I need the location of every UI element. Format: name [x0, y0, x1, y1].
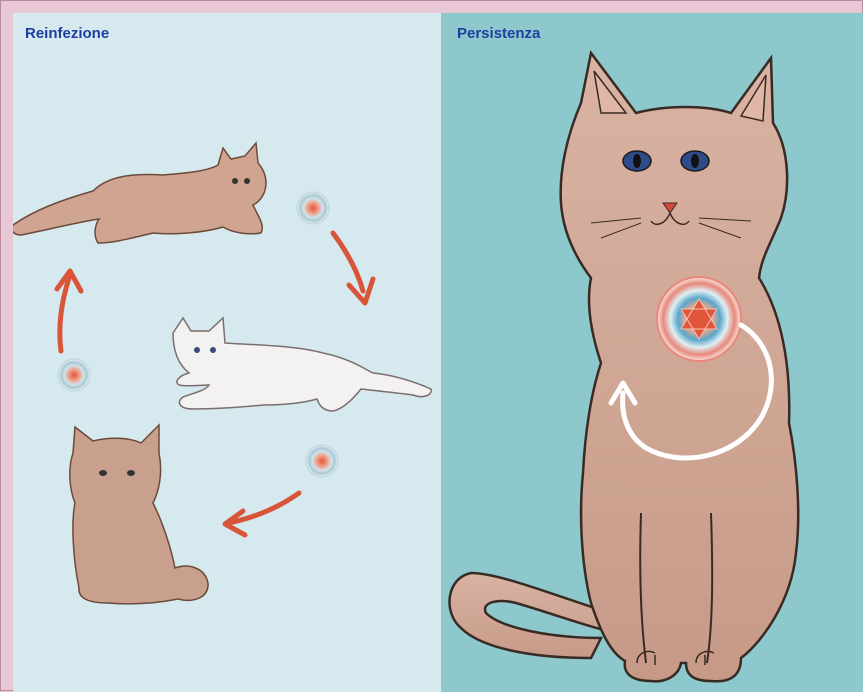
- persistence-title: Persistenza: [457, 25, 540, 42]
- parasite-egg-icon: [306, 445, 338, 477]
- sitting-cat-eye: [127, 470, 135, 476]
- persistence-illustration: [441, 13, 863, 692]
- lying-cat-top-body: [13, 143, 266, 243]
- cat-pupil: [691, 154, 699, 168]
- sitting-cat-bottom: [70, 425, 208, 604]
- lying-cat-top-eye: [244, 178, 250, 184]
- persistence-panel: Persistenza: [441, 13, 863, 692]
- cat-pupil: [633, 154, 641, 168]
- white-cat-eye: [194, 347, 200, 353]
- white-cat-eye: [210, 347, 216, 353]
- lying-cat-top: [13, 143, 266, 243]
- sitting-cat-body: [70, 425, 208, 604]
- reinfection-illustration: [13, 13, 441, 692]
- large-sitting-cat: [450, 53, 799, 681]
- arrow-up-icon: [57, 271, 81, 351]
- cat-body: [561, 53, 799, 681]
- parasite-egg-icon: [297, 192, 329, 224]
- reinfection-panel: Reinfezione: [13, 13, 441, 692]
- arrow-down-left-icon: [225, 493, 299, 535]
- lying-cat-top-eye: [232, 178, 238, 184]
- reinfection-title: Reinfezione: [25, 25, 109, 42]
- white-cat-body: [173, 318, 431, 411]
- parasite-egg-icon: [58, 359, 90, 391]
- arrow-down-right-icon: [333, 233, 373, 303]
- white-cat-middle: [173, 318, 431, 411]
- sitting-cat-eye: [99, 470, 107, 476]
